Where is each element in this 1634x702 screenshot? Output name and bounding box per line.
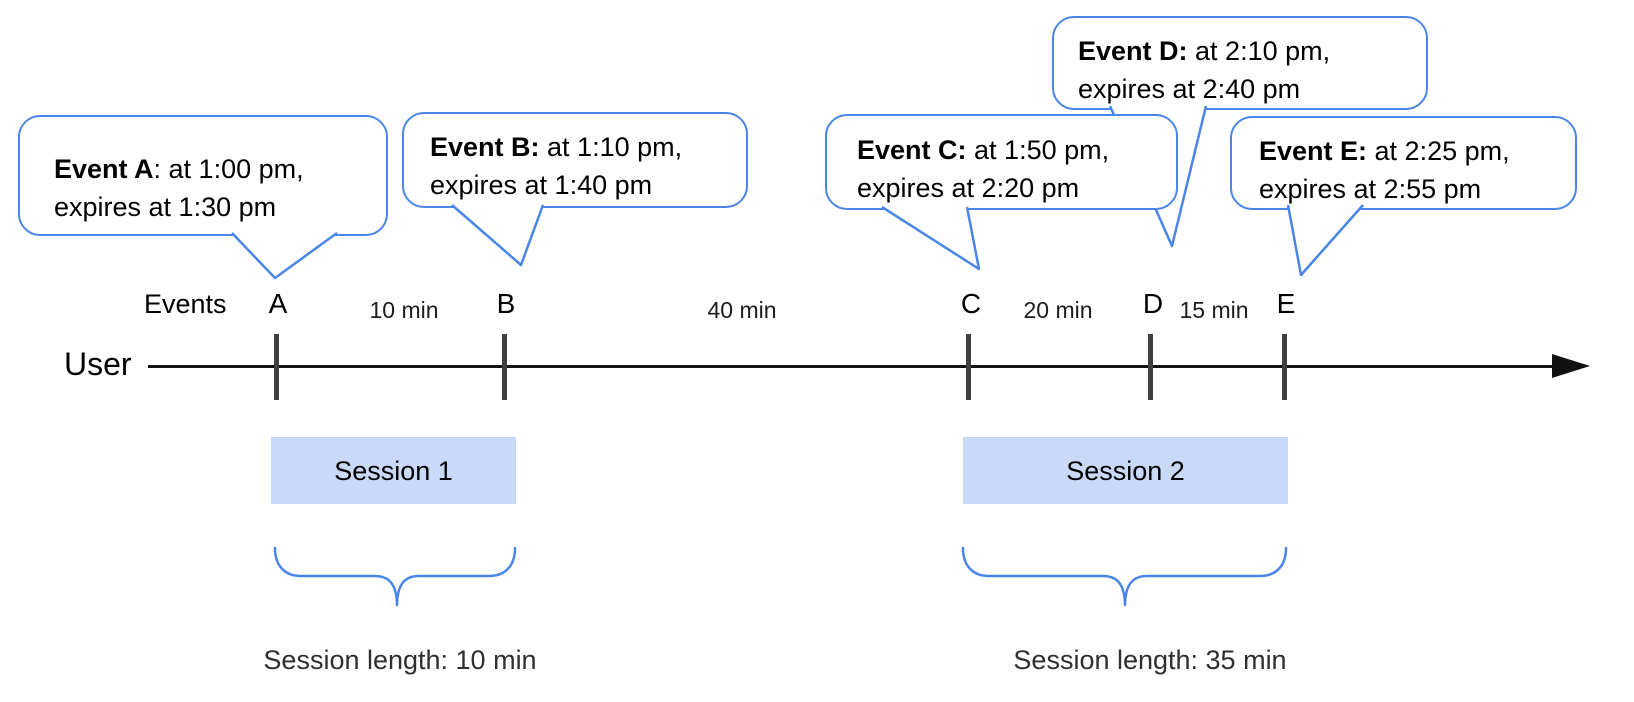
session-2-brace [961,546,1288,607]
session-2-box: Session 2 [963,437,1288,504]
tick-d [1148,334,1153,400]
session-1-length-label: Session length: 10 min [263,645,537,675]
event-letter-d: D [1142,288,1164,319]
event-b-expiry: expires at 1:40 pm [430,170,653,200]
event-e-title: Event E: [1259,136,1368,166]
event-letter-a: A [268,288,288,319]
session-1-box: Session 1 [271,437,516,504]
event-c-expiry: expires at 2:20 pm [857,173,1080,203]
event-c-title: Event C: [857,135,967,165]
tick-e [1282,334,1287,400]
event-letter-b: B [496,288,516,319]
event-c-time: at 1:50 pm, [966,135,1110,165]
tick-a [274,334,279,400]
event-letter-c: C [960,288,982,319]
tick-c [966,334,971,400]
event-a-title: Event A [54,154,154,184]
events-row-label: Events [144,289,227,319]
bubble-tail-c [881,206,981,271]
bubble-tail-b [451,204,545,267]
event-a-expiry: expires at 1:30 pm [54,192,277,222]
event-bubble-d: Event D: at 2:10 pm, expires at 2:40 pm [1052,16,1428,110]
event-d-time: at 2:10 pm, [1187,36,1331,66]
user-axis-label: User [64,346,132,382]
interval-label-ab: 10 min [369,297,439,323]
interval-label-bc: 40 min [707,297,777,323]
event-d-expiry: expires at 2:40 pm [1078,74,1301,104]
interval-label-cd: 20 min [1023,297,1093,323]
event-bubble-a: Event A: at 1:00 pm, expires at 1:30 pm [18,115,388,236]
session-1-brace [273,546,517,607]
session-2-label: Session 2 [1066,455,1185,486]
event-a-time: : at 1:00 pm, [153,154,304,184]
event-d-title: Event D: [1078,36,1188,66]
timeline-axis [148,365,1576,368]
bubble-tail-a [231,232,338,280]
timeline-arrowhead-icon [1552,354,1590,378]
session-1-label: Session 1 [334,455,453,486]
event-letter-e: E [1276,288,1296,319]
interval-label-de: 15 min [1179,297,1249,323]
tick-b [502,334,507,400]
event-e-time: at 2:25 pm, [1367,136,1510,166]
bubble-tail-e [1286,204,1364,277]
event-b-title: Event B: [430,132,540,162]
session-2-length-label: Session length: 35 min [1013,645,1287,675]
event-b-time: at 1:10 pm, [539,132,683,162]
event-bubble-e: Event E: at 2:25 pm, expires at 2:55 pm [1230,116,1577,210]
event-e-expiry: expires at 2:55 pm [1259,174,1482,204]
event-bubble-c: Event C: at 1:50 pm, expires at 2:20 pm [825,114,1178,210]
event-bubble-b: Event B: at 1:10 pm, expires at 1:40 pm [402,112,748,208]
